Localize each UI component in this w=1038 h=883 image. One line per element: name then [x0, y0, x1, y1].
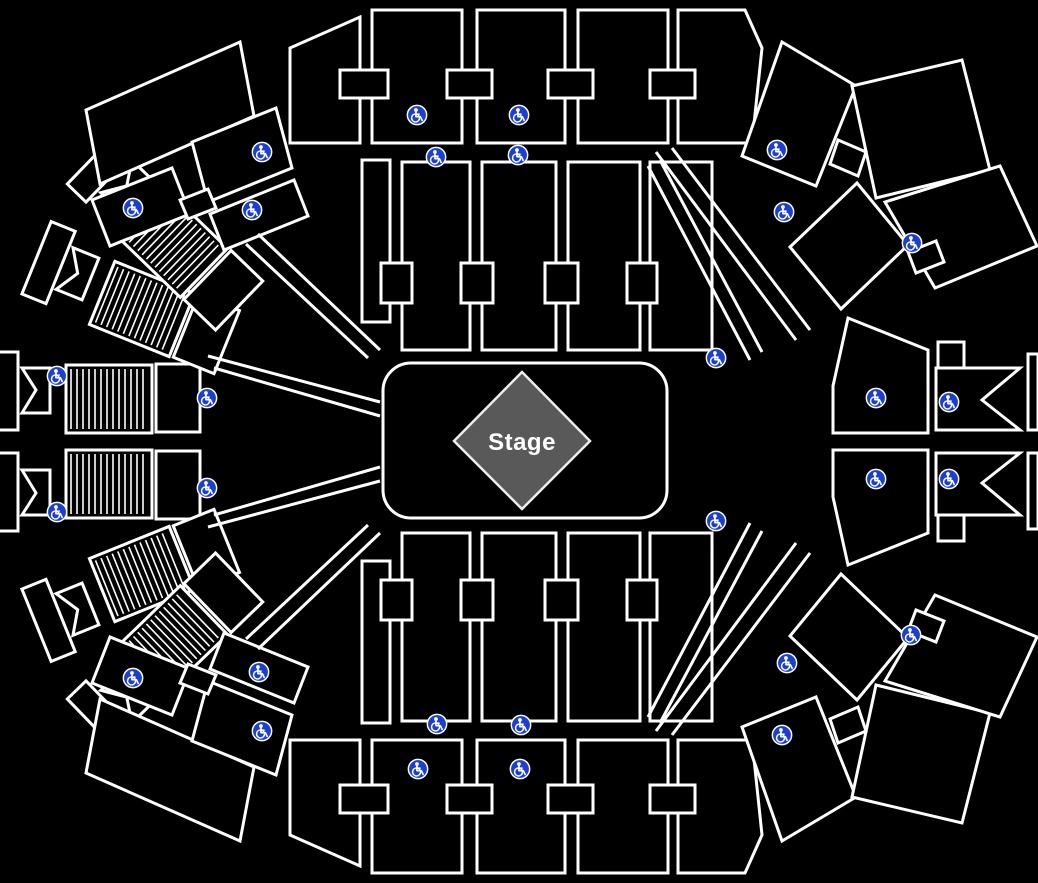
wheelchair-icon[interactable] — [705, 510, 727, 532]
wheelchair-icon[interactable] — [426, 713, 448, 735]
wheelchair-icon[interactable] — [510, 714, 532, 736]
wheelchair-icon[interactable] — [248, 661, 270, 683]
wheelchair-icon[interactable] — [46, 365, 68, 387]
wheelchair-icon[interactable] — [122, 667, 144, 689]
wheelchair-icon[interactable] — [766, 139, 788, 161]
wheelchair-icon[interactable] — [406, 104, 428, 126]
wheelchair-icon[interactable] — [241, 199, 263, 221]
wheelchair-icon[interactable] — [776, 652, 798, 674]
wheelchair-icon[interactable] — [865, 387, 887, 409]
wheelchair-icon[interactable] — [773, 201, 795, 223]
wheelchair-icon[interactable] — [46, 501, 68, 523]
wheelchair-icon[interactable] — [705, 347, 727, 369]
wheelchair-icon[interactable] — [900, 624, 922, 646]
wheelchair-icon[interactable] — [508, 104, 530, 126]
wheelchair-icon[interactable] — [196, 387, 218, 409]
wheelchair-icon[interactable] — [938, 391, 960, 413]
stage-label: Stage — [488, 429, 556, 456]
wheelchair-icon[interactable] — [196, 477, 218, 499]
wheelchair-icon[interactable] — [251, 720, 273, 742]
wheelchair-icon[interactable] — [251, 141, 273, 163]
stage-diamond — [452, 370, 592, 511]
wheelchair-icon[interactable] — [425, 146, 447, 168]
wheelchair-icon[interactable] — [865, 468, 887, 490]
wheelchair-icon[interactable] — [509, 758, 531, 780]
wheelchair-icon[interactable] — [771, 724, 793, 746]
event-floor: Stage — [381, 361, 669, 520]
wheelchair-icon[interactable] — [407, 758, 429, 780]
wheelchair-icon[interactable] — [122, 197, 144, 219]
wheelchair-icon[interactable] — [901, 232, 923, 254]
wheelchair-icon[interactable] — [507, 144, 529, 166]
wheelchair-icon[interactable] — [938, 468, 960, 490]
